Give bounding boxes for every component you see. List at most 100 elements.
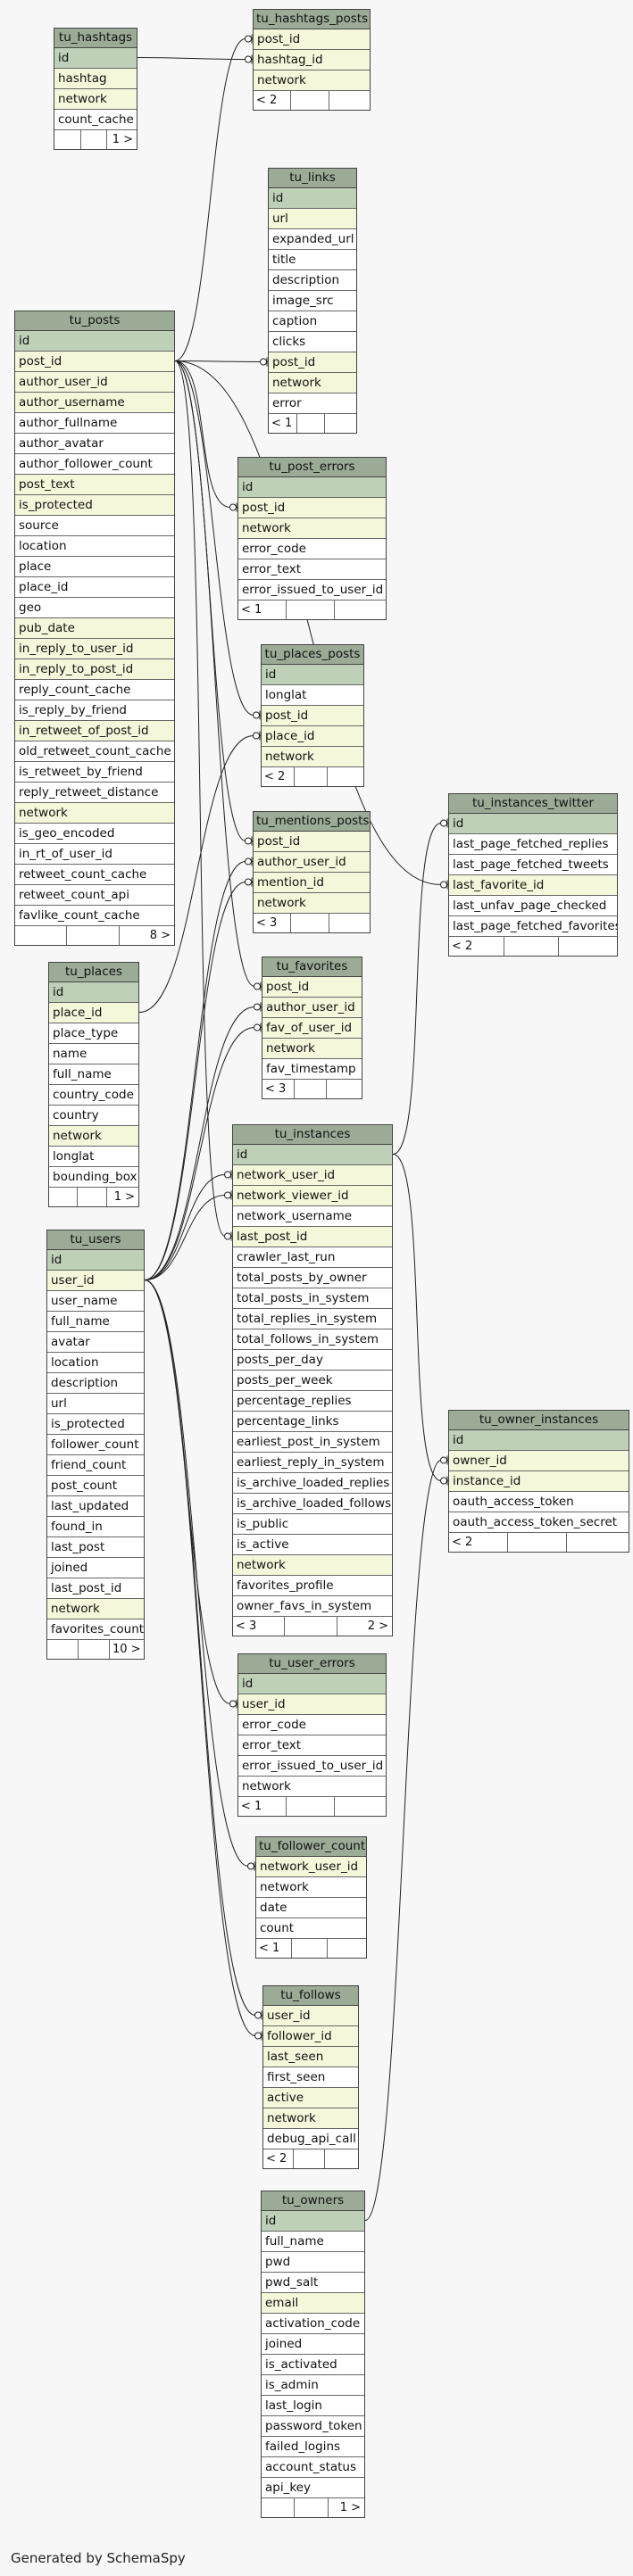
column-network: network — [47, 1599, 144, 1619]
table-title: tu_mentions_posts — [254, 812, 370, 832]
column-oauth-access-token: oauth_access_token — [449, 1492, 629, 1512]
column-is-reply-by-friend: is_reply_by_friend — [15, 700, 174, 721]
relationship-edge — [174, 360, 237, 508]
relationship-count: < 2 — [449, 937, 504, 956]
column-id: id — [49, 982, 138, 1003]
table-footer: < 2 — [449, 1533, 629, 1552]
column-network: network — [238, 1777, 386, 1797]
relationship-count — [285, 1617, 337, 1636]
column-hashtag: hashtag — [54, 69, 137, 89]
column-account-status: account_status — [262, 2457, 364, 2478]
table-footer: 1 > — [54, 130, 137, 149]
relationship-count — [15, 926, 68, 945]
relationship-edge — [144, 1280, 262, 2036]
column-last-post-id: last_post_id — [47, 1578, 144, 1599]
column-network: network — [233, 1555, 392, 1576]
column-location: location — [15, 536, 174, 557]
column-in-reply-to-post-id: in_reply_to_post_id — [15, 659, 174, 680]
column-post-count: post_count — [47, 1476, 144, 1496]
column-location: location — [47, 1353, 144, 1373]
relationship-count — [567, 1533, 629, 1552]
column-is-active: is_active — [233, 1535, 392, 1555]
edge-end-marker — [245, 35, 252, 43]
edge-end-marker — [440, 881, 447, 889]
column-last-post-id: last_post_id — [233, 1227, 392, 1247]
column-author-user-id: author_user_id — [254, 852, 370, 873]
column-reply-count-cache: reply_count_cache — [15, 680, 174, 700]
column-is-public: is_public — [233, 1514, 392, 1535]
edge-end-marker — [224, 1191, 231, 1199]
column-last-page-fetched-replies: last_page_fetched_replies — [449, 834, 617, 855]
column-clicks: clicks — [269, 332, 356, 352]
relationship-edge — [144, 1027, 262, 1280]
column-favorites-profile: favorites_profile — [233, 1576, 392, 1596]
column-geo: geo — [15, 598, 174, 618]
relationship-count — [329, 914, 370, 932]
table-footer: 1 > — [262, 2498, 364, 2517]
column-id: id — [54, 48, 137, 69]
column-old-retweet-count-cache: old_retweet_count_cache — [15, 741, 174, 762]
table-title: tu_post_errors — [238, 458, 386, 477]
column-user-name: user_name — [47, 1291, 144, 1312]
relationship-count — [262, 2498, 296, 2517]
relationship-count: < 3 — [254, 914, 292, 932]
table-footer: < 2 — [449, 937, 617, 956]
edge-end-marker — [260, 358, 267, 366]
edge-end-marker — [254, 1023, 261, 1031]
relationship-count — [287, 1797, 335, 1816]
relationship-edge — [144, 861, 253, 1280]
column-oauth-access-token-secret: oauth_access_token_secret — [449, 1512, 629, 1533]
column-favlike-count-cache: favlike_count_cache — [15, 906, 174, 926]
relationship-count — [295, 1080, 327, 1098]
relationship-edge — [174, 360, 262, 987]
relationship-count — [291, 914, 329, 932]
column-author-fullname: author_fullname — [15, 413, 174, 434]
column-network: network — [238, 518, 386, 539]
relationship-edge — [144, 1195, 232, 1280]
relationship-count — [295, 2498, 329, 2517]
column-favorites-count: favorites_count — [47, 1619, 144, 1640]
table-title: tu_user_errors — [238, 1654, 386, 1674]
relationship-count — [329, 91, 370, 110]
relationship-count: < 1 — [256, 1939, 292, 1958]
column-place-id: place_id — [49, 1003, 138, 1023]
column-joined: joined — [262, 2334, 364, 2355]
column-place: place — [15, 557, 174, 577]
column-full-name: full_name — [47, 1312, 144, 1332]
column-pwd-salt: pwd_salt — [262, 2273, 364, 2293]
relationship-count — [504, 937, 560, 956]
table-footer: < 1 — [256, 1939, 366, 1958]
column-posts-per-day: posts_per_day — [233, 1350, 392, 1371]
relationship-count — [49, 1188, 79, 1206]
column-post-id: post_id — [254, 29, 370, 50]
table-title: tu_follows — [263, 1986, 358, 2006]
column-full-name: full_name — [262, 2232, 364, 2252]
table-footer: < 2 — [263, 2149, 358, 2168]
column-network: network — [254, 893, 370, 914]
column-post-id: post_id — [238, 498, 386, 518]
relationship-count: < 3 — [233, 1617, 286, 1636]
edge-end-marker — [440, 1456, 447, 1464]
column-caption: caption — [269, 311, 356, 332]
column-id: id — [262, 2211, 364, 2232]
table-title: tu_instances_twitter — [449, 794, 617, 814]
column-country-code: country_code — [49, 1085, 138, 1106]
relationship-count: < 1 — [238, 601, 287, 619]
column-id: id — [449, 814, 617, 834]
relationship-count — [335, 1797, 386, 1816]
column-network: network — [49, 1126, 138, 1147]
column-author-follower-count: author_follower_count — [15, 454, 174, 475]
edge-end-marker — [254, 1003, 261, 1011]
table-title: tu_links — [269, 169, 356, 188]
relationship-edge — [392, 823, 448, 1155]
table-footer: < 3 — [254, 914, 370, 932]
relationship-edge — [174, 360, 261, 716]
relationship-count — [291, 91, 329, 110]
relationship-count: < 3 — [262, 1080, 295, 1098]
